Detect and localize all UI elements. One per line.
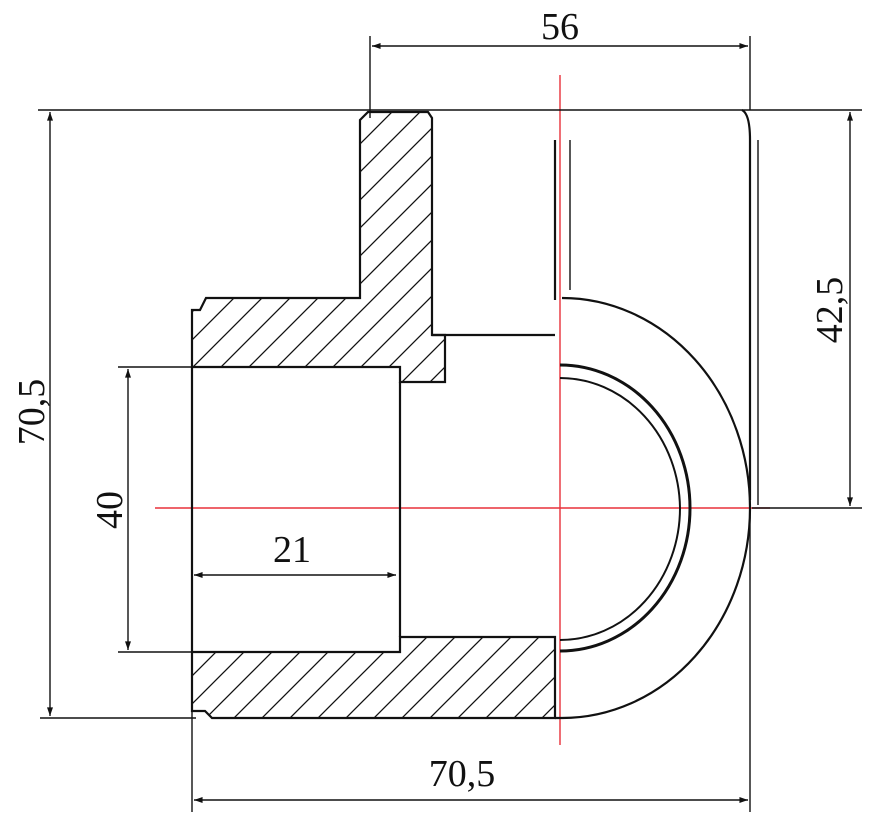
- section-upper-wall: [190, 110, 447, 384]
- elbow-inner-arc: [559, 363, 692, 653]
- label-bore-depth: 21: [273, 529, 311, 571]
- socket-outer-profile: [741, 109, 752, 500]
- label-bottom-width: 70,5: [429, 753, 496, 795]
- section-lower-wall: [190, 635, 557, 720]
- elbow-outer-arc: [555, 296, 752, 720]
- label-right-height: 42,5: [809, 277, 851, 344]
- label-left-height: 70,5: [11, 379, 53, 446]
- elbow-inner-arc-secondary: [559, 377, 682, 641]
- label-top-width: 56: [541, 6, 579, 48]
- label-bore-diameter: 40: [89, 491, 131, 529]
